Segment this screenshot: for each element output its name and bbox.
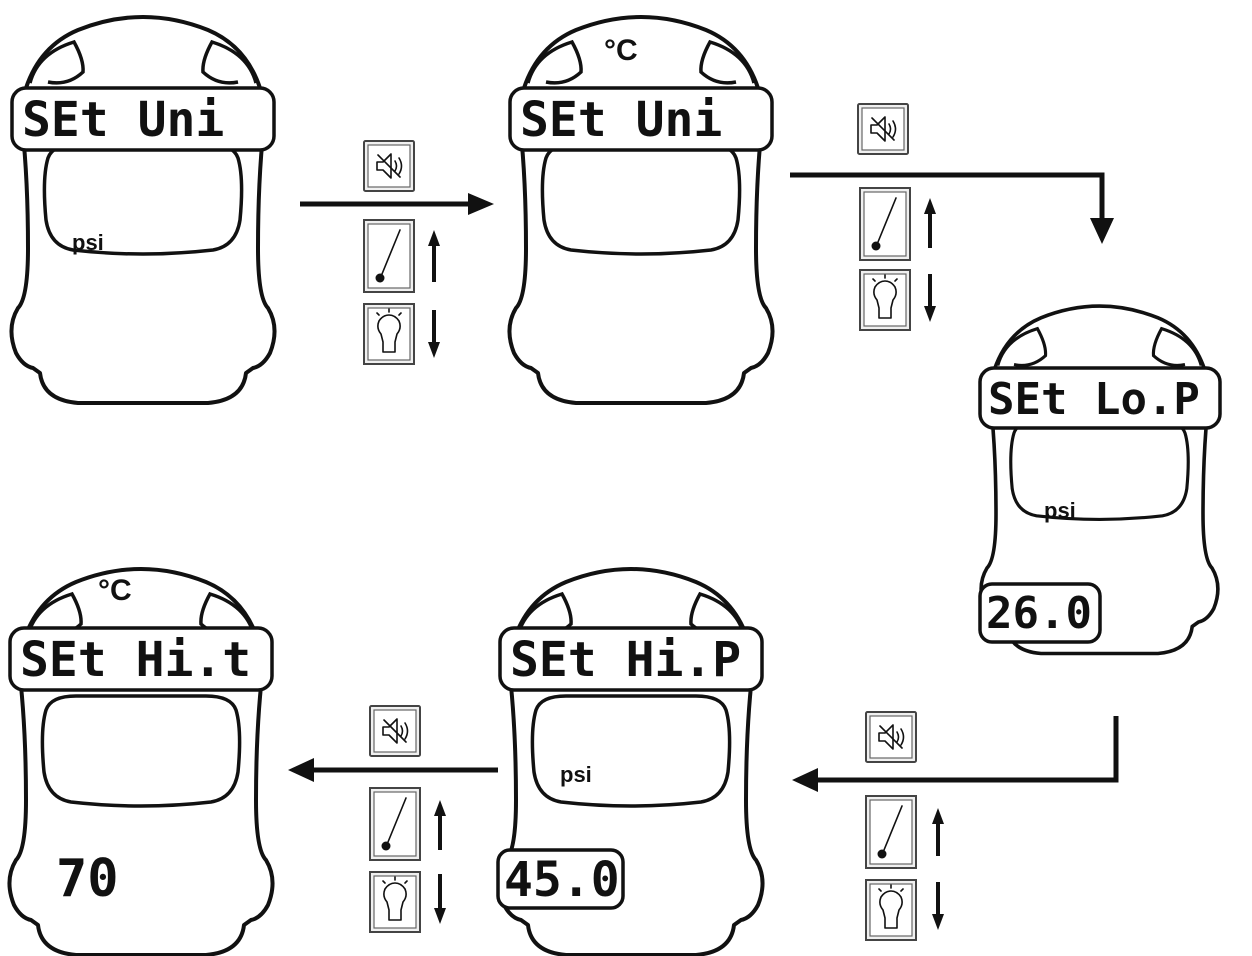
down-arrow-indicator <box>434 874 446 924</box>
screen-set-high-pressure: SEt Hi.P psi 45.0 <box>496 567 765 956</box>
light-bulb-icon <box>878 884 904 929</box>
light-bulb-icon <box>376 308 402 353</box>
setting-value: 26.0 <box>986 588 1092 639</box>
screen-title: SEt Hi.t <box>20 632 251 688</box>
down-button[interactable] <box>865 879 917 941</box>
center-unit-label: psi <box>72 230 104 255</box>
confirm-button[interactable] <box>857 103 909 155</box>
screen-title: SEt Uni <box>22 92 224 148</box>
up-button[interactable] <box>865 795 917 869</box>
arrow-screen2-to-screen3 <box>790 172 1114 244</box>
down-button[interactable] <box>859 269 911 331</box>
screen-set-unit-psi: SEt Uni psi <box>9 15 277 405</box>
top-unit-label: °C <box>604 34 638 67</box>
down-button[interactable] <box>363 303 415 365</box>
screen-set-low-pressure: SEt Lo.P psi 26.0 <box>978 304 1222 656</box>
light-bulb-icon <box>382 876 408 921</box>
car-outline <box>507 15 775 405</box>
center-unit-label: psi <box>1044 498 1076 523</box>
setting-value: 45.0 <box>504 852 620 908</box>
speaker-icon <box>382 718 409 744</box>
up-button[interactable] <box>363 219 415 293</box>
arrow-screen4-to-screen5 <box>288 758 498 782</box>
screen-title: SEt Hi.P <box>510 632 741 688</box>
center-unit-label: psi <box>560 762 592 787</box>
speaker-icon <box>376 153 403 179</box>
value-display <box>978 582 1102 644</box>
title-display <box>498 626 764 692</box>
title-display <box>8 626 274 692</box>
title-display <box>978 366 1222 430</box>
button-group-4 <box>369 705 446 933</box>
up-button[interactable] <box>859 187 911 261</box>
value-display <box>496 848 625 910</box>
up-arrow-indicator <box>932 808 944 856</box>
confirm-button[interactable] <box>363 140 415 192</box>
up-arrow-indicator <box>924 198 936 248</box>
button-group-1 <box>363 140 440 365</box>
up-arrow-indicator <box>434 800 446 850</box>
screen-set-high-temp: °C SEt Hi.t 70 <box>7 567 275 956</box>
down-arrow-indicator <box>924 274 936 322</box>
speaker-icon <box>878 724 905 750</box>
speaker-icon <box>870 116 897 142</box>
screen-title: SEt Uni <box>520 92 722 148</box>
confirm-button[interactable] <box>865 711 917 763</box>
button-group-2 <box>857 103 936 331</box>
car-outline <box>9 15 277 405</box>
title-display <box>10 86 276 152</box>
confirm-button[interactable] <box>369 705 421 757</box>
arrow-screen3-to-screen4 <box>792 716 1119 792</box>
arrow-screen1-to-screen2 <box>300 193 494 215</box>
title-display <box>508 86 774 152</box>
thermometer-icon <box>375 229 401 283</box>
top-unit-label: °C <box>98 574 132 607</box>
button-group-3 <box>865 711 944 941</box>
setting-value: 70 <box>56 849 119 909</box>
down-arrow-indicator <box>428 310 440 358</box>
up-button[interactable] <box>369 787 421 861</box>
down-button[interactable] <box>369 871 421 933</box>
thermometer-icon <box>877 805 903 859</box>
screen-set-unit-celsius: °C SEt Uni <box>507 15 775 405</box>
screen-title: SEt Lo.P <box>988 374 1200 425</box>
up-arrow-indicator <box>428 230 440 282</box>
down-arrow-indicator <box>932 882 944 930</box>
thermometer-icon <box>871 197 897 251</box>
light-bulb-icon <box>872 274 898 319</box>
thermometer-icon <box>381 797 407 851</box>
